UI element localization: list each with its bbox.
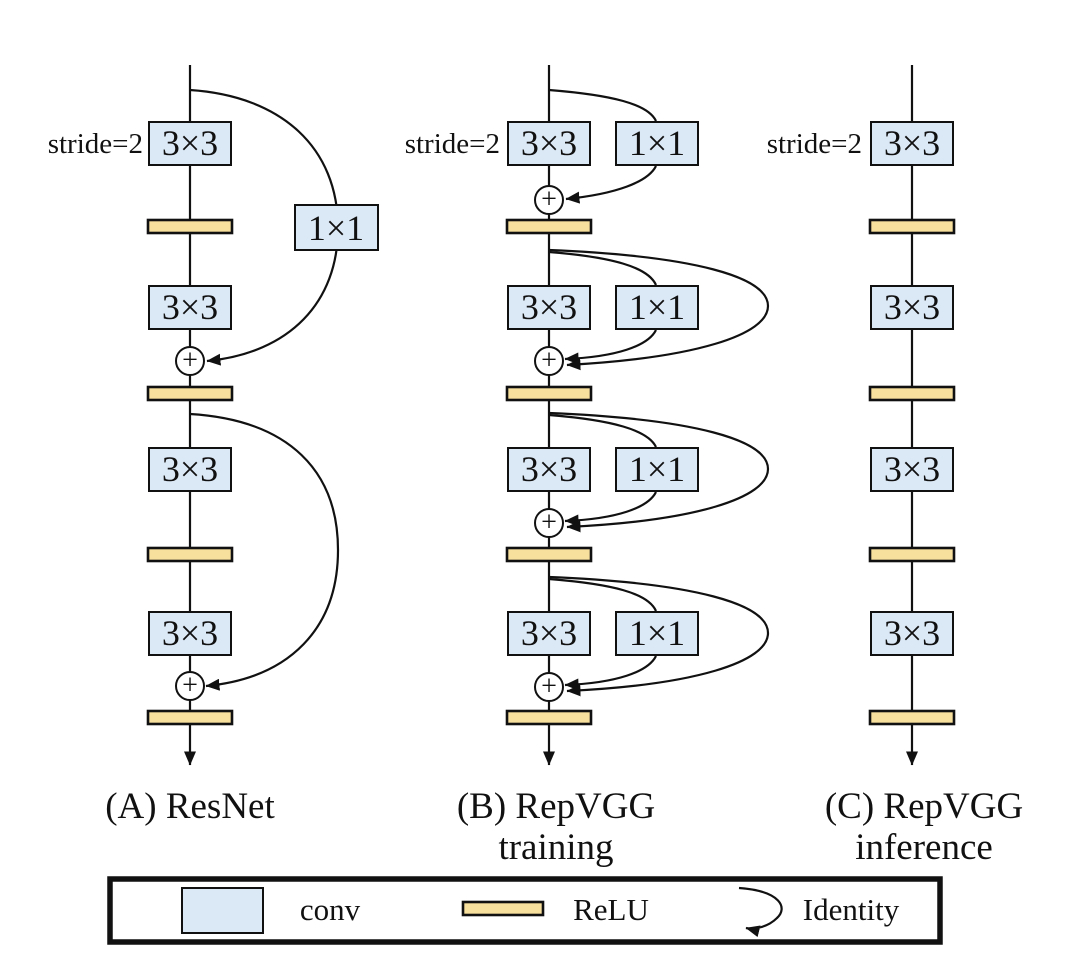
conv1x1-box [615,121,699,166]
conv3x3-label: 3×3 [521,449,577,489]
plus-label: + [541,184,557,215]
legend-relu-swatch [461,900,545,917]
branch-to-1x1-arc [548,577,658,612]
from-1x1-to-add-arc [564,655,657,691]
legend-identity-arrow-icon [738,886,783,938]
conv1x1-box [615,285,699,330]
caption-c-line2: inference [855,827,993,868]
legend-conv-swatch [181,887,264,934]
stride-label-a: stride=2 [48,128,143,160]
plus-label: + [541,671,557,702]
conv3x3-box [148,285,232,330]
conv3x3-label: 3×3 [162,613,218,653]
relu-bar [505,709,593,726]
conv3x3-label: 3×3 [884,287,940,327]
relu-bar [868,385,956,402]
conv1x1-label: 1×1 [629,287,685,327]
caption-c-line1: (C) RepVGG [825,786,1023,827]
relu-bar [146,709,234,726]
conv3x3-label: 3×3 [521,287,577,327]
conv3x3-label: 3×3 [884,613,940,653]
relu-bar [505,546,593,563]
caption-a: (A) ResNet [105,786,275,827]
caption-b-line2: training [498,827,613,868]
conv1x1-box [294,204,379,251]
conv3x3-label: 3×3 [884,449,940,489]
add-node [534,346,564,376]
add-node [534,185,564,215]
relu-bar [146,385,234,402]
relu-bar [505,218,593,235]
add-node [534,672,564,702]
relu-bar [505,385,593,402]
from-1x1-to-add-arc [565,165,657,204]
relu-bar [146,218,234,235]
conv3x3-box [507,611,591,656]
relu-bar [868,218,956,235]
caption-b-line1: (B) RepVGG [457,786,655,827]
from-1x1-to-add-arc [564,329,657,365]
add-node [175,346,205,376]
conv1x1-box [615,611,699,656]
conv3x3-label: 3×3 [521,613,577,653]
conv3x3-box [870,285,954,330]
conv3x3-label: 3×3 [162,287,218,327]
conv3x3-box [148,121,232,166]
conv1x1-label: 1×1 [629,123,685,163]
relu-bar [146,546,234,563]
resnet-identity-shortcut-arc [189,412,340,691]
from-1x1-to-add-arc [564,491,657,527]
plus-label: + [541,345,557,376]
identity-arc [548,411,770,533]
legend-relu-label: ReLU [573,892,649,927]
conv3x3-box [870,611,954,656]
add-node [175,671,205,701]
relu-bar [868,709,956,726]
plus-label: + [182,345,198,376]
conv1x1-label: 1×1 [629,613,685,653]
conv1x1-label: 1×1 [629,449,685,489]
legend-identity-label: Identity [803,892,900,927]
conv3x3-box [507,121,591,166]
conv1x1-label: 1×1 [308,208,364,248]
legend-conv-label: conv [300,892,361,927]
stride-label-c: stride=2 [767,128,862,160]
conv3x3-label: 3×3 [884,123,940,163]
conv1x1-box [615,447,699,492]
conv3x3-box [148,447,232,492]
identity-arc [548,248,770,371]
branch-to-1x1-arc [548,88,657,122]
plus-label: + [541,507,557,538]
branch-to-1x1-arc [548,250,658,286]
relu-bar [868,546,956,563]
identity-arc [548,575,770,697]
plus-label: + [182,670,198,701]
add-node [534,508,564,538]
branch-to-1x1-arc [548,413,657,448]
conv3x3-box [507,285,591,330]
stride-label-b: stride=2 [405,128,500,160]
conv3x3-label: 3×3 [162,123,218,163]
conv3x3-box [870,447,954,492]
conv3x3-box [507,447,591,492]
conv3x3-box [870,121,954,166]
conv3x3-box [148,611,232,656]
conv3x3-label: 3×3 [162,449,218,489]
conv3x3-label: 3×3 [521,123,577,163]
